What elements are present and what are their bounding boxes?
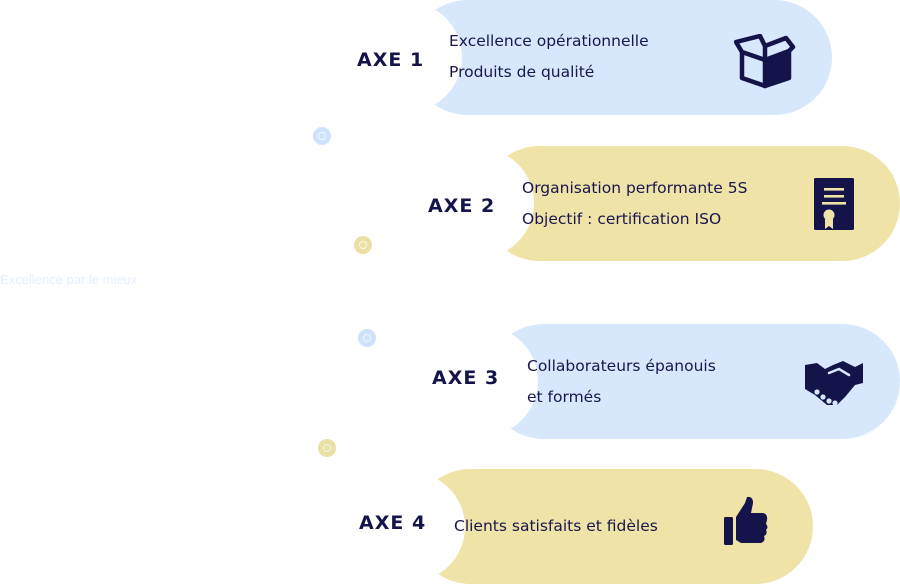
axe-1-text: Excellence opérationnelle Produits de qu…: [449, 26, 649, 88]
connector-dot: [318, 439, 336, 457]
axe-4-line-1: Clients satisfaits et fidèles: [454, 517, 658, 535]
axe-3-label: AXE 3: [432, 367, 500, 389]
axe-3-card: Collaborateurs épanouis et formés: [486, 324, 900, 439]
axe-3-line-1: Collaborateurs épanouis: [527, 357, 716, 375]
connector-dot: [358, 329, 376, 347]
axe-2-label: AXE 2: [428, 195, 496, 217]
axe-4-label: AXE 4: [359, 512, 427, 534]
connector-dot: [313, 127, 331, 145]
axe-3-line-2: et formés: [527, 388, 602, 406]
axe-1-line-2: Produits de qualité: [449, 63, 595, 81]
axe-4-text: Clients satisfaits et fidèles: [454, 511, 658, 542]
axe-3-text: Collaborateurs épanouis et formés: [527, 351, 716, 413]
axe-2-text: Organisation performante 5S Objectif : c…: [522, 173, 747, 235]
axe-2-line-2: Objectif : certification ISO: [522, 210, 722, 228]
axe-1-label: AXE 1: [357, 49, 425, 71]
axe-1-line-1: Excellence opérationnelle: [449, 32, 649, 50]
open-box-icon: [734, 34, 796, 89]
axe-2-card: Organisation performante 5S Objectif : c…: [482, 146, 900, 261]
faint-caption: Excellence par le mieux: [0, 272, 138, 287]
connector-dot: [354, 236, 372, 254]
axe-1-card: Excellence opérationnelle Produits de qu…: [410, 0, 832, 115]
axe-2-line-1: Organisation performante 5S: [522, 179, 748, 197]
thumbs-up-icon: [724, 496, 768, 545]
certificate-icon: [814, 178, 854, 230]
handshake-icon: [805, 361, 863, 406]
axe-4-card: Clients satisfaits et fidèles: [413, 469, 813, 584]
